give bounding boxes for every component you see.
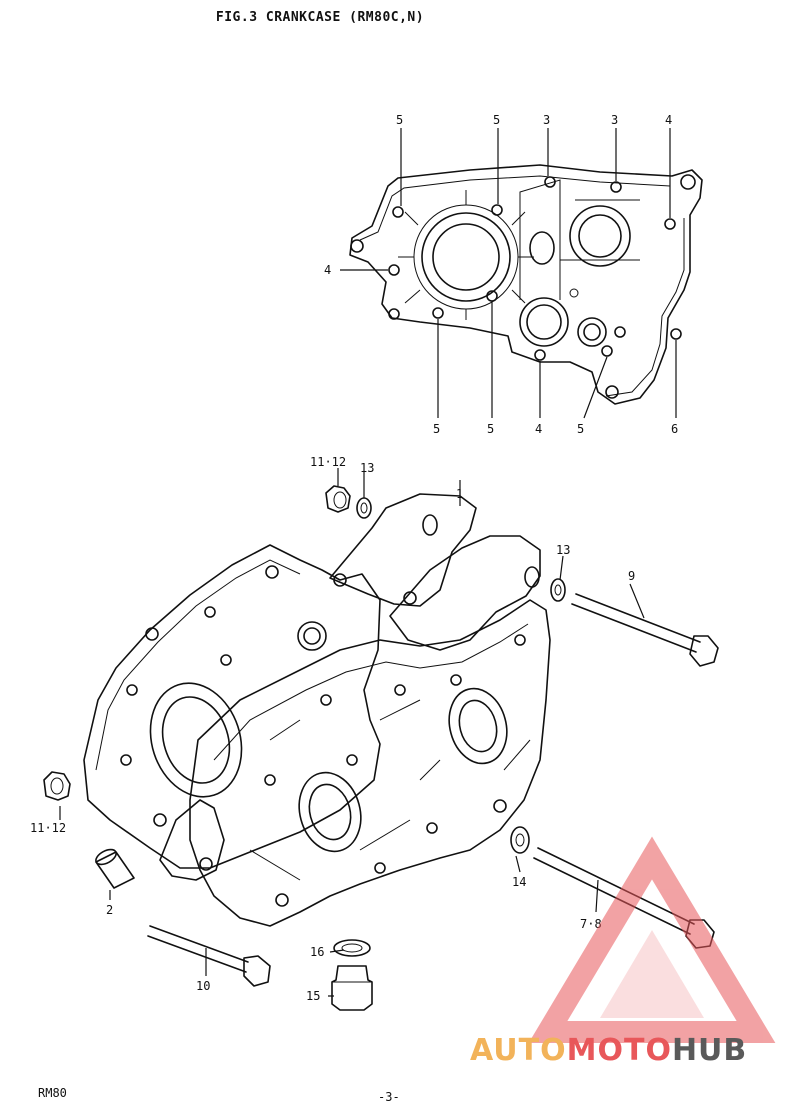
figure-title: FIG.3 CRANKCASE (RM80C,N)	[215, 10, 425, 25]
callout-top-9: 4	[535, 422, 542, 436]
callout-top-1: 5	[396, 113, 403, 127]
callout-top-2: 5	[493, 113, 500, 127]
callout-top-3: 3	[543, 113, 550, 127]
callout-bottom-3: 1	[456, 487, 463, 501]
watermark-moto: MOTO	[566, 1033, 672, 1068]
watermark-auto: AUTO	[470, 1033, 567, 1068]
callout-top-7: 5	[433, 422, 440, 436]
callout-bottom-5: 9	[628, 569, 635, 583]
callout-bottom-2: 13	[360, 461, 374, 475]
callout-bottom-7: 2	[106, 903, 113, 917]
callout-bottom-12: 15	[306, 989, 320, 1003]
callout-top-6: 4	[324, 263, 331, 277]
watermark-logo-mark	[528, 836, 776, 1043]
callout-top-5: 4	[665, 113, 672, 127]
callout-top-8: 5	[487, 422, 494, 436]
callout-bottom-4: 13	[556, 543, 570, 557]
footer-page-number: -3-	[378, 1090, 400, 1104]
callout-bottom-8: 14	[512, 875, 526, 889]
callout-top-10: 5	[577, 422, 584, 436]
crankcase-half-view: 5 5 3 3 4 4 5 5 4 5 6	[324, 113, 703, 436]
watermark-hub: HUB	[671, 1033, 748, 1068]
callout-top-11: 6	[671, 422, 678, 436]
callout-top-4: 3	[611, 113, 618, 127]
callout-bottom-1: 11·12	[310, 455, 346, 469]
crankcase-assembly-view: 11·12 13 1 13 9 11·12 2 14 7·8 16 10 15	[30, 455, 719, 1011]
footer-model: RM80	[38, 1086, 67, 1100]
callout-bottom-9: 7·8	[580, 917, 602, 931]
watermark-text: AUTOMOTOHUB	[470, 1033, 800, 1073]
callout-bottom-10: 16	[310, 945, 324, 959]
callout-bottom-6: 11·12	[30, 821, 66, 835]
callout-bottom-11: 10	[196, 979, 210, 993]
